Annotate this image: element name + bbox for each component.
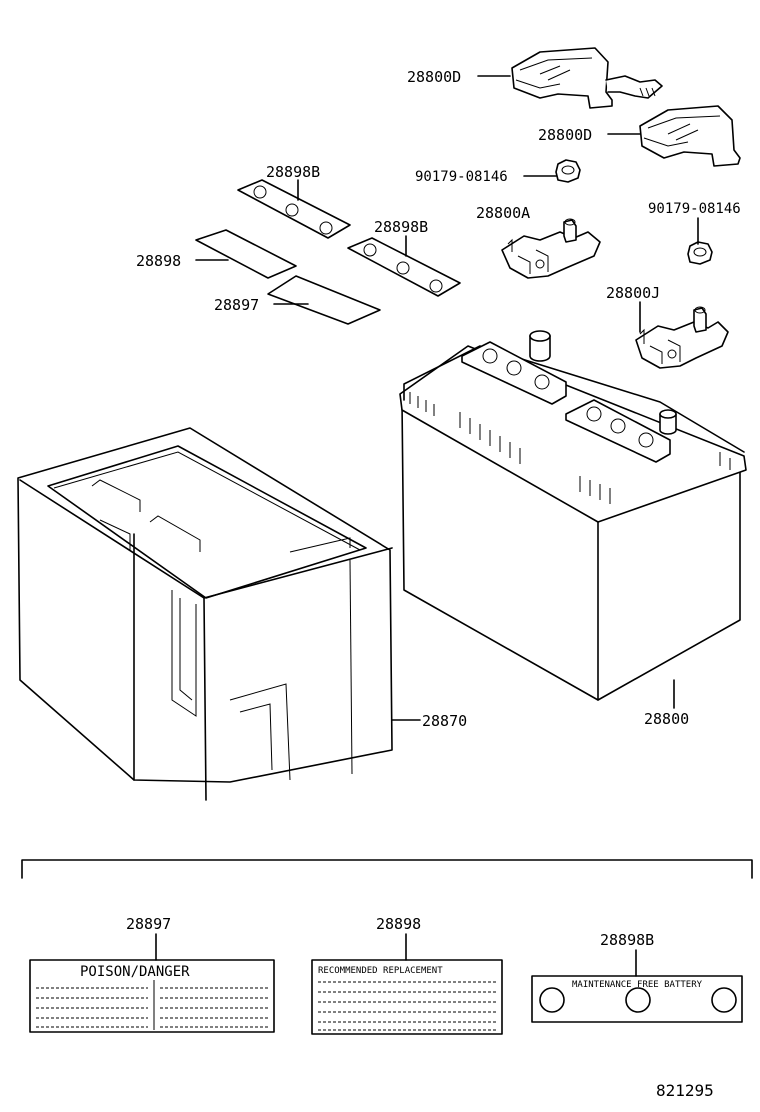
terminal-cover-lower [639, 105, 741, 167]
section-divider [21, 859, 753, 879]
callout-28898: 28898 [136, 252, 181, 270]
poison-danger-sticker: POISON/DANGER [29, 959, 275, 1033]
battery [399, 330, 747, 701]
callout-90179-right: 90179-08146 [648, 201, 741, 217]
recommended-replacement-sticker: RECOMMENDED REPLACEMENT [311, 959, 503, 1035]
callout-28800: 28800 [644, 710, 689, 728]
callout-28897: 28897 [214, 296, 259, 314]
label-plate-lower [347, 237, 461, 297]
callout-28898B-lower: 28898B [374, 218, 428, 236]
callout-28800D-lower: 28800D [538, 126, 592, 144]
maintenance-free-battery-plate: MAINTENANCE FREE BATTERY [531, 975, 743, 1023]
callout-28800J: 28800J [606, 284, 660, 302]
battery-tray [17, 427, 393, 801]
callout-28898B-upper: 28898B [266, 163, 320, 181]
callout-28800D-upper: 28800D [407, 68, 461, 86]
poison-danger-title: POISON/DANGER [80, 964, 190, 980]
maintenance-free-battery-title: MAINTENANCE FREE BATTERY [572, 980, 703, 990]
drawing-number: 821295 [656, 1081, 714, 1100]
detail-callout-28898: 28898 [376, 915, 421, 933]
nut-right [687, 241, 713, 265]
callout-90179-left: 90179-08146 [415, 169, 508, 185]
sticker-plain [195, 229, 297, 279]
nut-left [555, 159, 581, 183]
label-plate-upper [237, 179, 351, 239]
terminal-clamp-j [635, 306, 729, 369]
detail-callout-28898B: 28898B [600, 931, 654, 949]
terminal-cover-upper [511, 47, 663, 109]
callout-28800A: 28800A [476, 204, 530, 222]
sticker-small [267, 275, 381, 325]
recommended-replacement-title: RECOMMENDED REPLACEMENT [318, 966, 443, 976]
callout-28870: 28870 [422, 712, 467, 730]
detail-callout-28897: 28897 [126, 915, 171, 933]
terminal-clamp-a [501, 218, 601, 279]
